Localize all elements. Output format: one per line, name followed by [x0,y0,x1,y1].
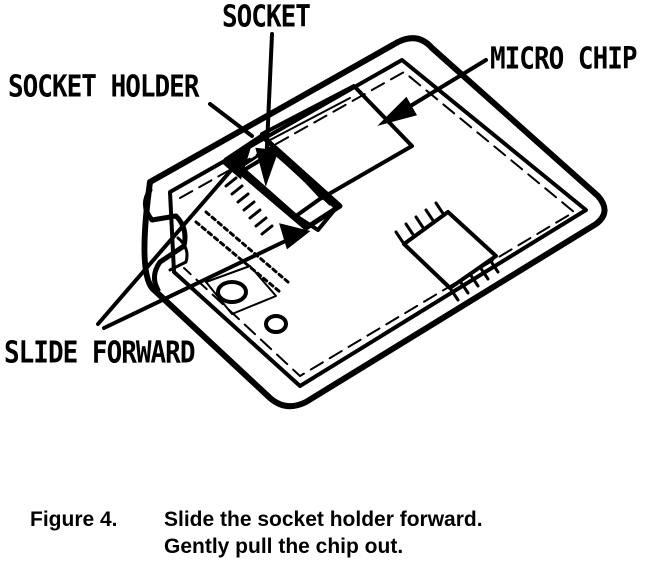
micro-chip-arrowhead [384,100,414,122]
micro-chip-label: MICRO CHIP [490,42,637,77]
mounting-hole-1 [218,282,246,302]
socket-holder-label: SOCKET HOLDER [8,70,199,105]
socket-holder [226,136,340,228]
socket-holder-leader [210,104,252,136]
slide-forward-label: SLIDE FORWARD [4,336,195,371]
socket-arrowhead [258,150,276,180]
small-chip [404,212,496,288]
figure-caption: Slide the socket holder forward. Gently … [164,506,494,560]
mounting-hole-2 [266,316,286,332]
board-outline [144,38,604,406]
figure-number: Figure 4. [30,506,118,533]
slide-forward-arrowhead-2 [282,226,306,246]
socket-label: SOCKET [222,0,310,35]
